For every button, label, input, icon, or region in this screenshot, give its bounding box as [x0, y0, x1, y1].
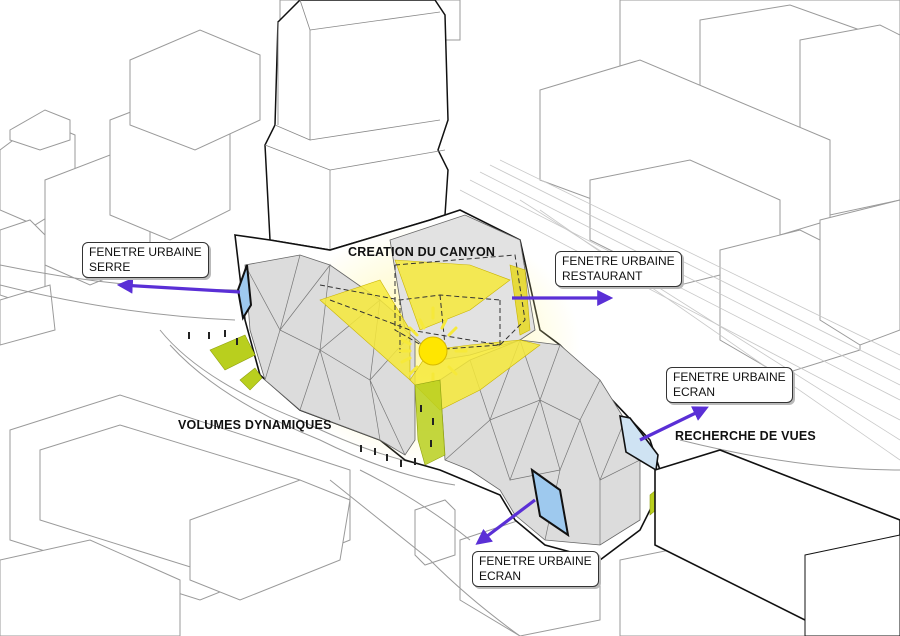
label-fenetre-ecran-right: FENETRE URBAINE ECRAN	[666, 367, 793, 403]
right-dark-blocks	[654, 449, 900, 636]
label-fenetre-serre: FENETRE URBAINE SERRE	[82, 242, 209, 278]
label-fenetre-restaurant: FENETRE URBAINE RESTAURANT	[555, 251, 682, 287]
arrow-serre	[116, 277, 241, 294]
sun-icon	[418, 336, 448, 366]
heading-volumes-dynamiques: VOLUMES DYNAMIQUES	[178, 418, 332, 432]
arrow-ecran-bottom	[475, 498, 536, 545]
urban-window-arrows	[116, 277, 709, 545]
tower	[264, 0, 449, 251]
canyon-dashes	[319, 254, 526, 355]
volume-right-facets	[444, 338, 641, 545]
arrow-ecran-right	[639, 406, 709, 442]
volume-right	[439, 339, 641, 546]
glass-windows	[236, 264, 659, 538]
sun-rays	[398, 306, 468, 386]
heading-recherche-vues: RECHERCHE DE VUES	[675, 429, 816, 443]
pedestrians	[188, 330, 434, 467]
heading-creation-canyon: CREATION DU CANYON	[348, 245, 496, 259]
green-planes	[209, 334, 657, 516]
label-fenetre-ecran-bottom: FENETRE URBAINE ECRAN	[472, 551, 599, 587]
